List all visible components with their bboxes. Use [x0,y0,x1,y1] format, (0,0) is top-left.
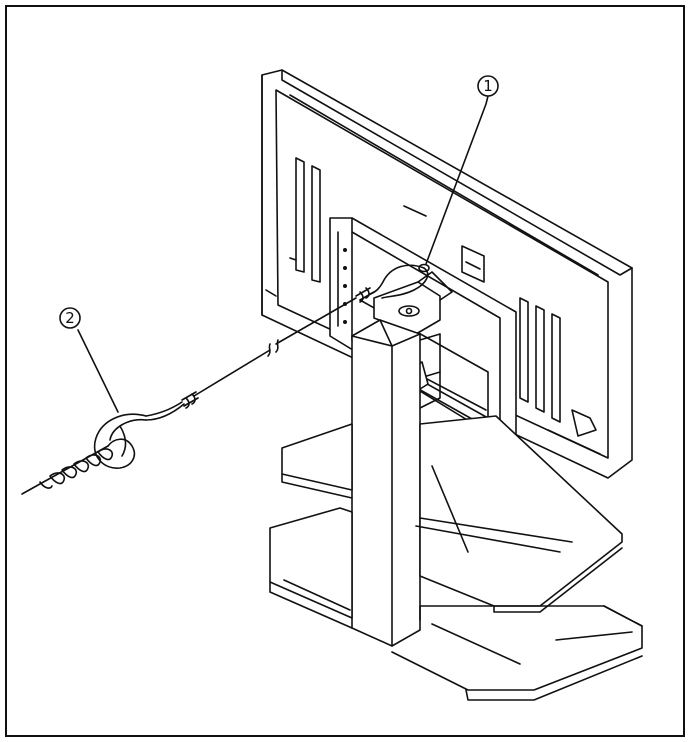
stand-post [351,271,453,647]
callout-label-1: 1 [483,77,493,95]
leader-lines [77,95,489,413]
right-vents [519,297,561,423]
callout-label-2: 2 [65,309,75,327]
callout-marker-1 [477,75,499,97]
callout-marker-2 [59,307,81,329]
left-vents [289,157,321,283]
safety-cable [145,263,430,421]
stand-base [269,415,643,701]
hook-screw [21,413,147,495]
